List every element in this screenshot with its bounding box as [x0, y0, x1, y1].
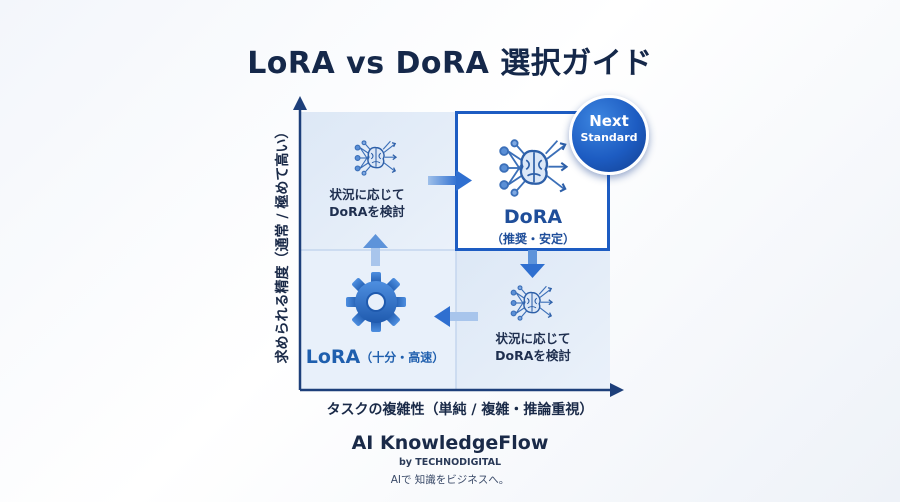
badge-line-1: Next: [589, 112, 629, 130]
brand-name: AI KnowledgeFlow: [351, 432, 549, 454]
page-title: LoRA vs DoRA 選択ガイド: [247, 46, 653, 81]
x-axis-label: タスクの複雑性（単純 / 複雑・推論重視）: [326, 402, 594, 418]
next-standard-badge: Next Standard: [569, 95, 649, 175]
dora-label: DoRA （推奨・安定）: [462, 206, 604, 247]
arrow-down-icon: [520, 250, 545, 278]
lora-note: （十分・高速）: [360, 350, 445, 365]
brand-tagline: AIで 知識をビジネスへ。: [390, 474, 510, 486]
bottom-right-quadrant-text: 状況に応じて DoRAを検討: [495, 331, 571, 363]
lora-name: LoRA: [305, 346, 361, 368]
arrow-left-icon: [434, 306, 478, 327]
badge-line-2: Standard: [580, 131, 638, 144]
dora-note: （推奨・安定）: [490, 232, 575, 246]
y-axis-label: 求められる精度（通常 / 極めて高い）: [275, 124, 291, 364]
arrow-right-icon: [428, 170, 472, 191]
x-axis-arrow-icon: [610, 383, 624, 397]
arrow-up-icon: [363, 234, 388, 266]
top-left-quadrant-text: 状況に応じて DoRAを検討: [329, 187, 405, 219]
lora-label: LoRA（十分・高速）: [305, 346, 445, 368]
gear-icon: [346, 272, 406, 332]
y-axis-arrow-icon: [293, 96, 307, 110]
dora-name: DoRA: [503, 206, 563, 228]
brand-byline: by TECHNODIGITAL: [398, 457, 502, 468]
